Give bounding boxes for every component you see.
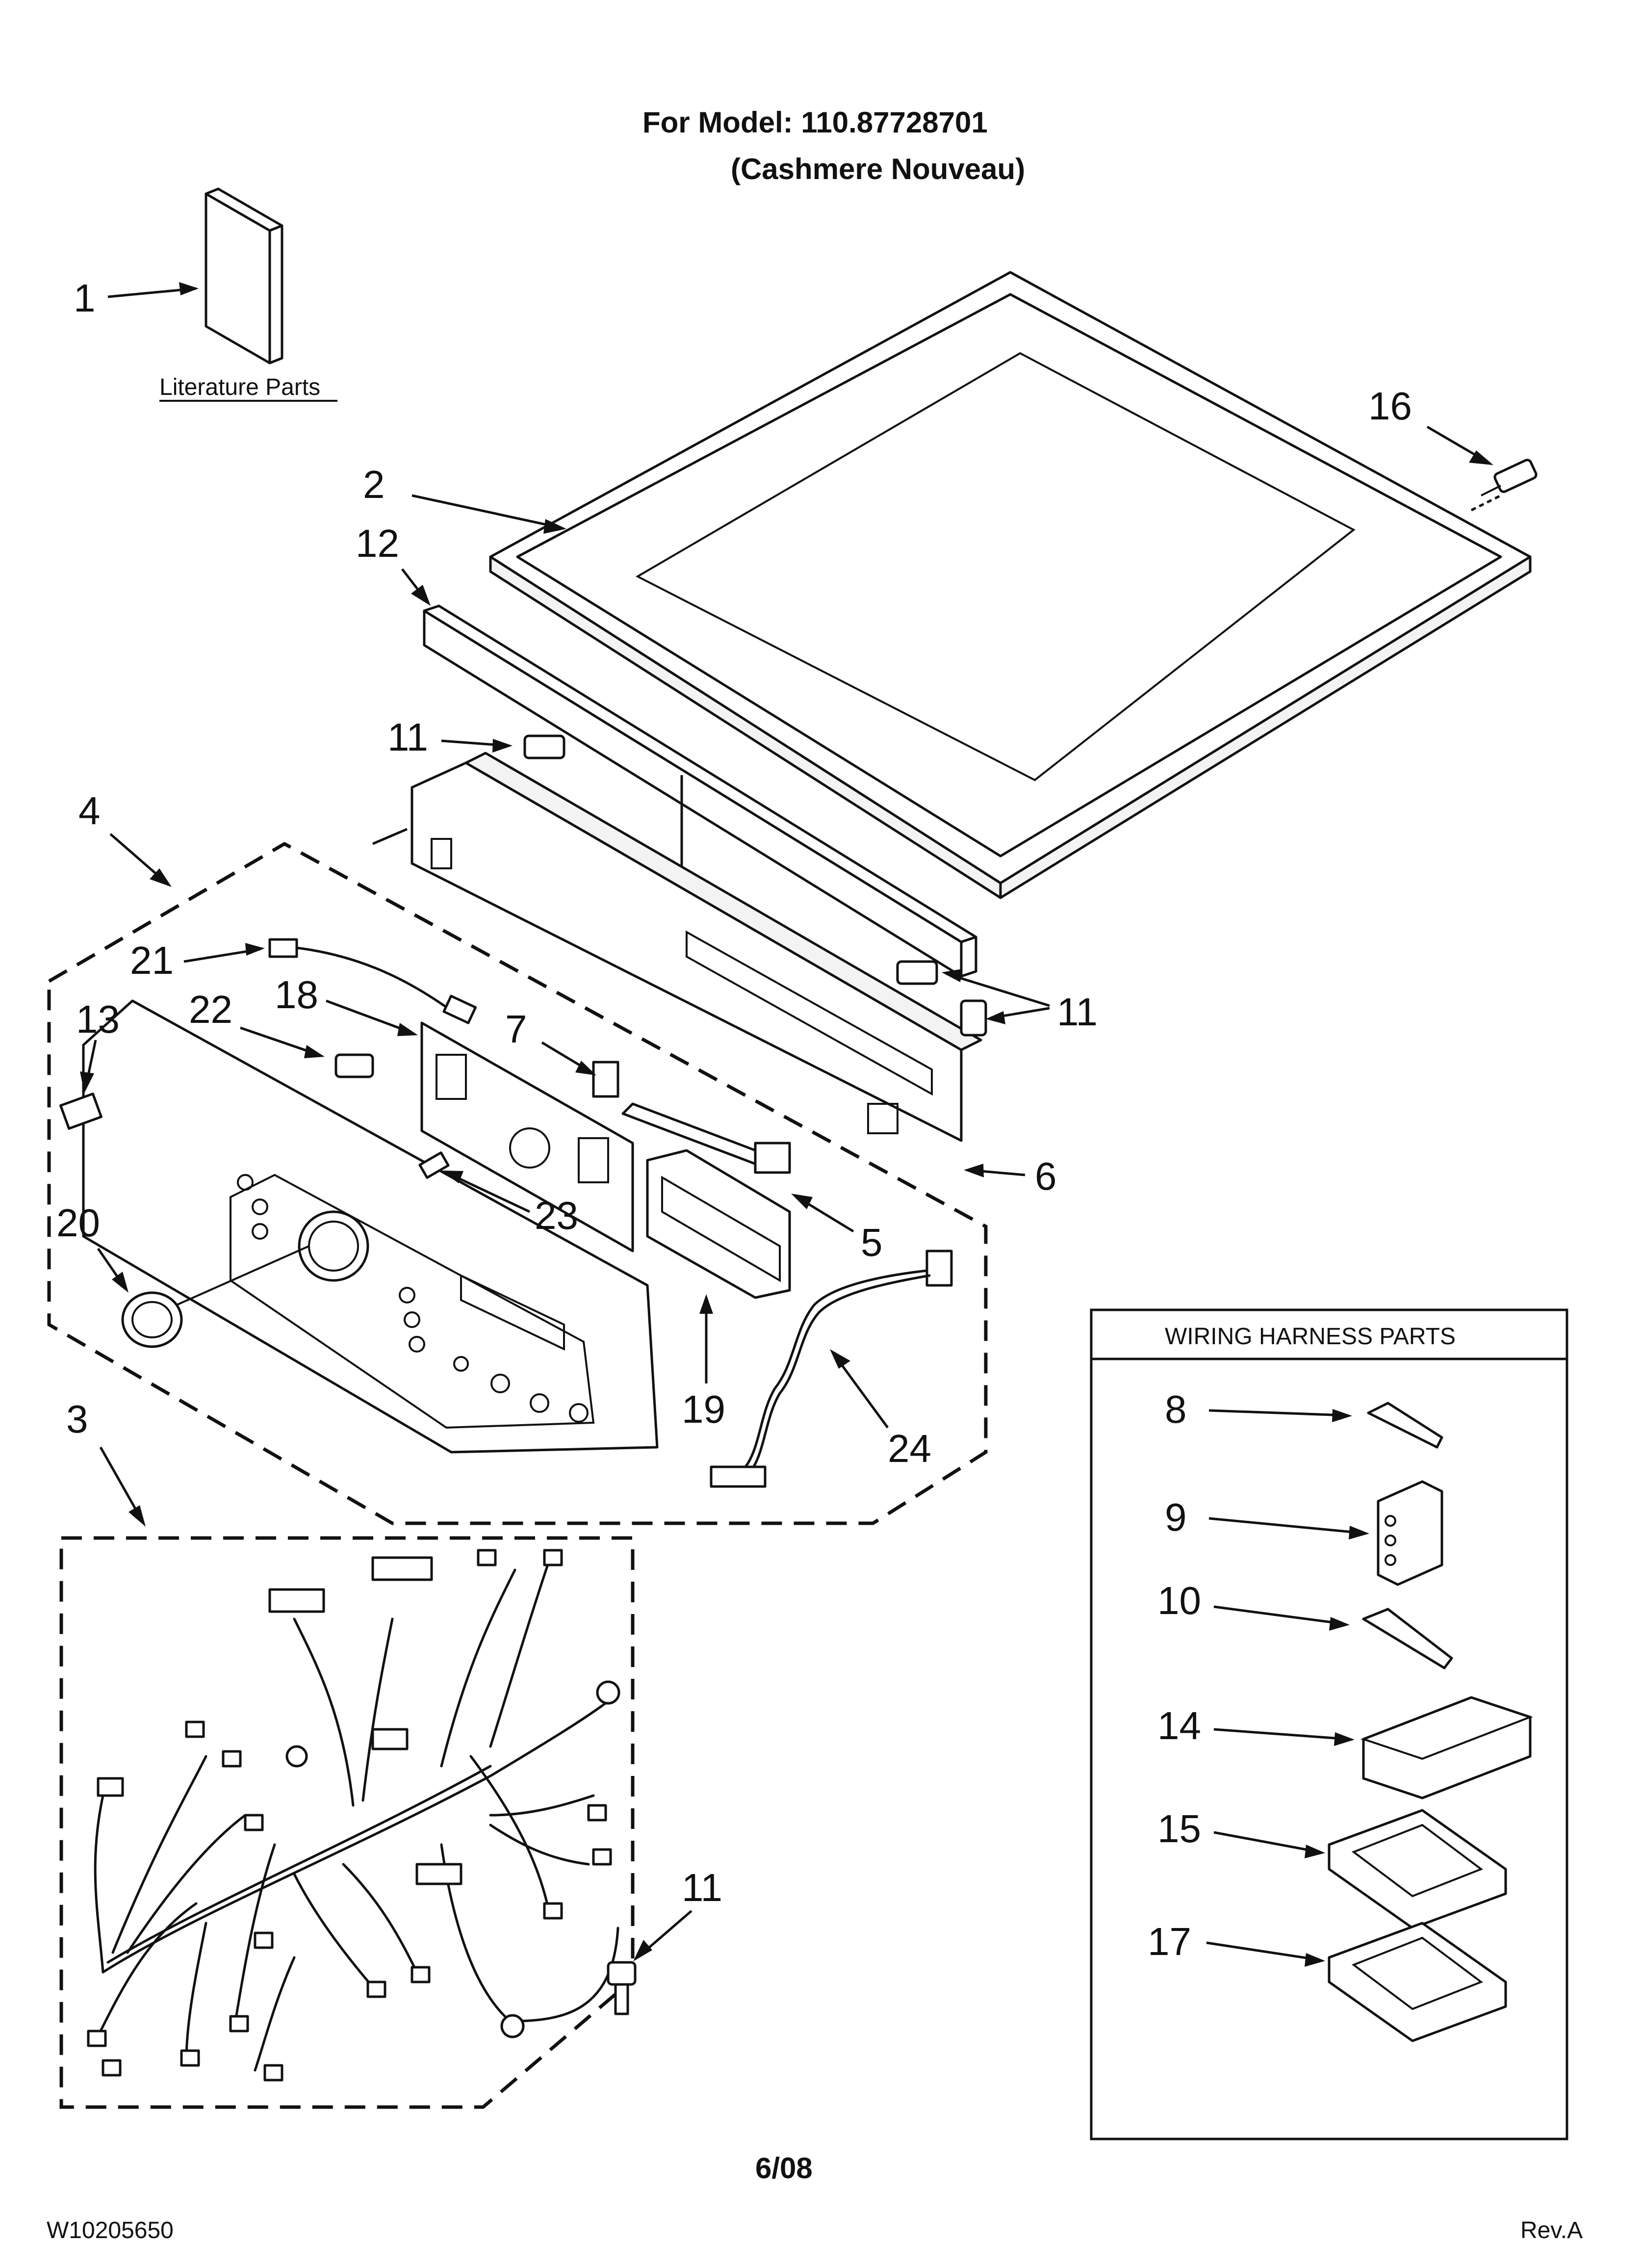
callout-2: 2 <box>363 463 385 506</box>
callout-4: 4 <box>78 789 101 833</box>
top-panel <box>489 271 1532 899</box>
cable-tie-5 <box>621 1102 791 1174</box>
callout-18: 18 <box>275 973 318 1017</box>
footer-date: 6/08 <box>755 2152 813 2185</box>
main-wire-harness <box>87 1549 620 2082</box>
wiring-item-10: 10 <box>1157 1579 1201 1622</box>
callout-1: 1 <box>74 276 96 320</box>
harness-24 <box>710 1250 953 1488</box>
screw-16 <box>1481 459 1538 496</box>
terminal-10 <box>1362 1608 1453 1669</box>
connector-17 <box>1328 1922 1507 2042</box>
callout-11-right: 11 <box>1057 990 1098 1034</box>
front-strip <box>423 604 977 978</box>
callout-11-lower: 11 <box>682 1866 722 1909</box>
main-harness-outline <box>59 1536 635 2109</box>
model-title: For Model: 110.87728701 <box>642 106 988 139</box>
callout-11-upper: 11 <box>387 715 428 759</box>
control-board-18 <box>420 1021 634 1252</box>
revision-label: Rev.A <box>1520 2217 1583 2243</box>
wiring-item-14: 14 <box>1157 1704 1201 1747</box>
callout-16: 16 <box>1368 384 1412 428</box>
screw-22 <box>334 1053 374 1078</box>
callout-22: 22 <box>189 988 232 1031</box>
emblem-13 <box>59 1093 103 1130</box>
wiring-item-8: 8 <box>1165 1387 1187 1431</box>
connector-15 <box>1328 1809 1507 1929</box>
doc-number: W10205650 <box>47 2217 174 2243</box>
callout-5: 5 <box>861 1221 883 1264</box>
callout-20: 20 <box>56 1201 100 1245</box>
wiring-box-title: WIRING HARNESS PARTS <box>1165 1324 1456 1350</box>
wire-21 <box>268 938 477 1024</box>
screw-11-upper <box>523 734 565 759</box>
literature-label: Literature Parts <box>159 374 320 400</box>
literature-booklet <box>205 187 283 365</box>
screw-11-right-a <box>896 960 938 985</box>
callout-13: 13 <box>76 997 120 1041</box>
clip-7 <box>592 1061 619 1098</box>
console-assembly-outline <box>47 841 988 1525</box>
callout-7: 7 <box>505 1007 527 1051</box>
callout-6: 6 <box>1035 1154 1057 1198</box>
callout-24: 24 <box>888 1427 931 1470</box>
console-bracket <box>410 752 982 1142</box>
model-name: (Cashmere Nouveau) <box>731 153 1025 185</box>
connector-9 <box>1377 1480 1443 1586</box>
callout-21: 21 <box>130 938 174 982</box>
wiring-item-9: 9 <box>1165 1495 1187 1539</box>
wiring-item-17: 17 <box>1148 1920 1191 1963</box>
connector-23 <box>418 1151 450 1179</box>
screw-11-right-b <box>960 999 987 1037</box>
callout-12: 12 <box>356 521 399 565</box>
callout-19: 19 <box>682 1387 725 1431</box>
wiring-item-15: 15 <box>1157 1807 1201 1851</box>
callout-3: 3 <box>66 1397 88 1441</box>
terminal-8 <box>1367 1402 1443 1449</box>
knob-20 <box>121 1291 183 1348</box>
callout-23: 23 <box>535 1194 578 1237</box>
connector-14 <box>1360 1696 1533 1799</box>
console-panel <box>82 999 659 1454</box>
screw-11-lower <box>607 1961 637 2015</box>
control-module-19 <box>646 1149 791 1299</box>
